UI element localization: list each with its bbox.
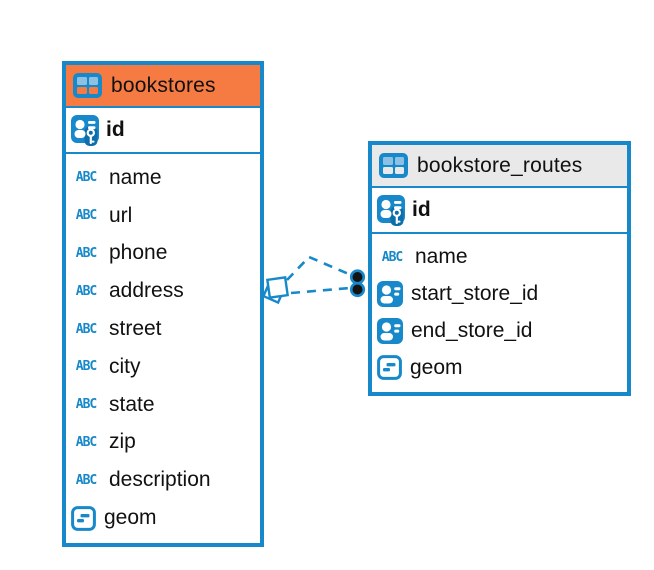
table-name: bookstore_routes	[417, 153, 583, 177]
field-name: name	[415, 245, 468, 269]
relationship-target-dot-upper[interactable]	[349, 269, 366, 285]
field-row-name[interactable]: ABC name	[372, 239, 627, 276]
field-row-end-store-id[interactable]: end_store_id	[372, 313, 627, 350]
field-name: phone	[109, 241, 168, 265]
field-row-phone[interactable]: ABC phone	[66, 235, 260, 273]
primary-key-icon	[377, 194, 405, 226]
text-type-icon: ABC	[75, 397, 97, 413]
table-icon	[73, 73, 102, 98]
field-row-start-store-id[interactable]: start_store_id	[372, 276, 627, 313]
table-bookstore-routes[interactable]: bookstore_routes id ABC name	[368, 141, 631, 396]
text-type-icon: ABC	[381, 249, 403, 265]
table-icon	[379, 153, 408, 178]
field-list: ABC name start_store_id end_store_id	[372, 234, 627, 392]
field-row-zip[interactable]: ABC zip	[66, 424, 260, 462]
geometry-type-icon	[71, 505, 96, 531]
relationship-line-end-store[interactable]	[290, 286, 351, 295]
field-name: state	[109, 392, 155, 416]
table-bookstores[interactable]: bookstores id ABC name ABC url ABC phone	[62, 61, 264, 547]
field-name: geom	[410, 355, 463, 379]
field-name: url	[109, 203, 133, 227]
field-row-geom[interactable]: geom	[372, 349, 627, 386]
field-row-state[interactable]: ABC state	[66, 386, 260, 424]
field-name: geom	[104, 506, 157, 530]
table-name: bookstores	[111, 73, 216, 97]
foreign-key-type-icon	[377, 281, 403, 308]
field-row-name[interactable]: ABC name	[66, 159, 260, 197]
relationship-source-marker[interactable]	[261, 275, 290, 305]
field-row-street[interactable]: ABC street	[66, 310, 260, 348]
text-type-icon: ABC	[75, 245, 97, 261]
text-type-icon: ABC	[75, 434, 97, 450]
field-name: zip	[109, 430, 136, 454]
table-header-bookstores[interactable]: bookstores	[66, 65, 260, 108]
relationship-line-start-store[interactable]	[286, 255, 352, 281]
text-type-icon: ABC	[75, 208, 97, 224]
text-type-icon: ABC	[75, 472, 97, 488]
field-name: street	[109, 317, 162, 341]
field-row-address[interactable]: ABC address	[66, 272, 260, 310]
primary-key-row[interactable]: id	[372, 188, 627, 234]
geometry-type-icon	[377, 355, 402, 381]
field-row-description[interactable]: ABC description	[66, 461, 260, 499]
primary-key-row[interactable]: id	[66, 108, 260, 154]
table-header-bookstore-routes[interactable]: bookstore_routes	[372, 145, 627, 188]
field-row-geom[interactable]: geom	[66, 499, 260, 537]
text-type-icon: ABC	[75, 283, 97, 299]
text-type-icon: ABC	[75, 359, 97, 375]
relationship-target-dot-lower[interactable]	[349, 281, 366, 298]
field-row-url[interactable]: ABC url	[66, 197, 260, 235]
field-name: start_store_id	[411, 282, 539, 306]
field-list: ABC name ABC url ABC phone ABC address A…	[66, 154, 260, 543]
foreign-key-type-icon	[377, 317, 403, 344]
primary-key-name: id	[412, 198, 431, 221]
primary-key-name: id	[106, 118, 125, 141]
field-name: name	[109, 165, 162, 189]
field-name: end_store_id	[411, 318, 533, 342]
field-name: description	[109, 468, 211, 492]
primary-key-icon	[71, 114, 99, 146]
text-type-icon: ABC	[75, 321, 97, 337]
text-type-icon: ABC	[75, 170, 97, 186]
field-name: city	[109, 354, 141, 378]
field-row-city[interactable]: ABC city	[66, 348, 260, 386]
field-name: address	[109, 279, 184, 303]
